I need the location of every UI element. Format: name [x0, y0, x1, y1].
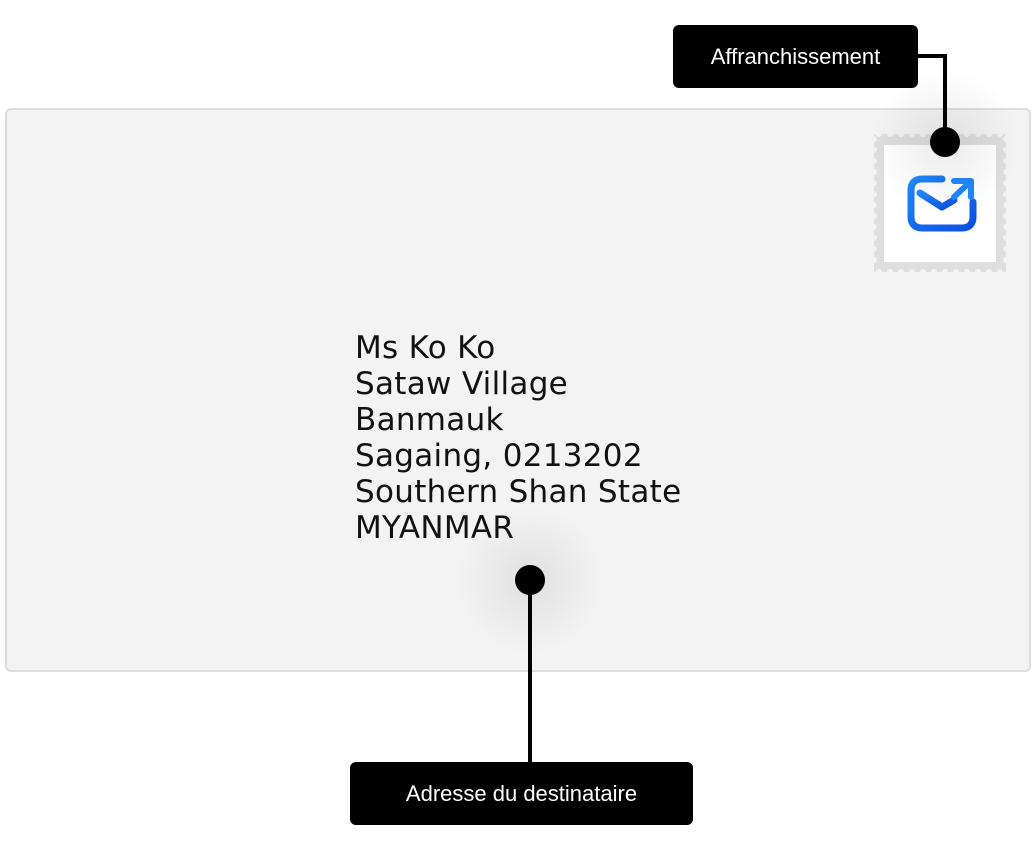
- address-line-state: Southern Shan State: [355, 474, 682, 510]
- postage-callout-label: Affranchissement: [673, 25, 918, 88]
- mail-send-icon: [907, 175, 977, 232]
- address-line-name: Ms Ko Ko: [355, 330, 496, 366]
- address-line-region-postcode: Sagaing, 0213202: [355, 438, 643, 474]
- recipient-marker-glow: [455, 505, 605, 655]
- postage-marker-glow: [870, 68, 1020, 218]
- address-line-town: Banmauk: [355, 402, 504, 438]
- address-line-street: Sataw Village: [355, 366, 569, 402]
- recipient-address: Ms Ko Ko Sataw Village Banmauk Sagaing, …: [355, 330, 681, 546]
- address-line-country: MYANMAR: [355, 510, 515, 546]
- recipient-callout-label: Adresse du destinataire: [350, 762, 693, 825]
